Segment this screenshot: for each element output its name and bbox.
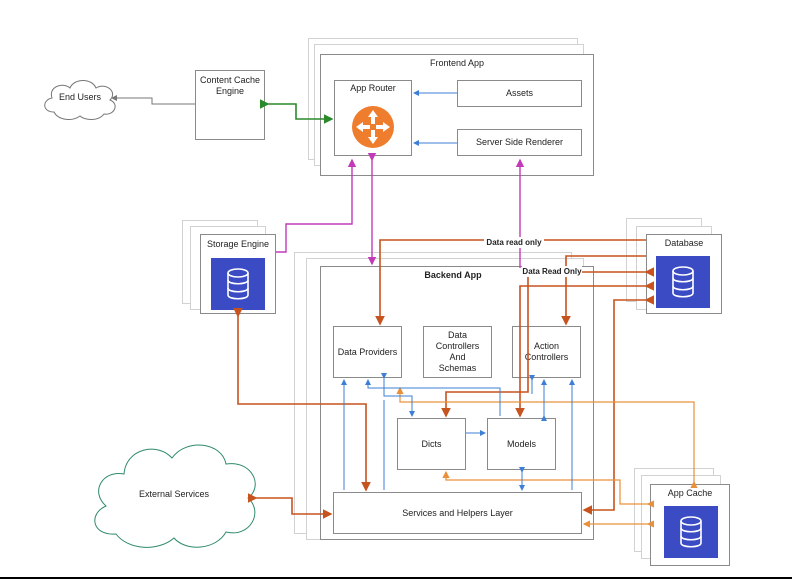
router-icon bbox=[352, 106, 394, 148]
database-db-icon bbox=[656, 256, 710, 308]
edge-cache-to-users bbox=[111, 95, 195, 105]
edge-models-dp bbox=[365, 379, 501, 416]
database-label: Database bbox=[664, 238, 704, 248]
frontend-app-title: Frontend App bbox=[429, 58, 485, 68]
assets-box: Assets bbox=[457, 80, 582, 107]
app-cache-label: App Cache bbox=[667, 488, 713, 498]
end-users-cloud bbox=[44, 80, 116, 120]
external-services-label: External Services bbox=[138, 489, 210, 499]
content-cache-engine: Content Cache Engine bbox=[195, 70, 265, 140]
storage-db-icon bbox=[211, 258, 265, 310]
app-cache-db-icon bbox=[664, 506, 718, 558]
edge-db-to-services bbox=[582, 295, 654, 515]
storage-engine-label: Storage Engine bbox=[206, 239, 270, 249]
edge-label-data-read-only-2: Data Read Only bbox=[522, 266, 582, 277]
edge-dp-dicts bbox=[381, 373, 415, 417]
database-icon bbox=[227, 268, 249, 300]
edge-db-to-dicts bbox=[441, 267, 654, 418]
database-icon bbox=[680, 516, 702, 548]
ssr-box: Server Side Renderer bbox=[457, 129, 582, 156]
edge-appcache-dicts bbox=[442, 470, 654, 508]
database-icon bbox=[672, 266, 694, 298]
edge-db-to-data-providers bbox=[375, 239, 646, 326]
edge-cache-router bbox=[260, 99, 334, 124]
edge-appcache-data-providers bbox=[396, 386, 698, 488]
edge-external-to-services bbox=[248, 493, 333, 519]
end-users-label: End Users bbox=[58, 92, 102, 102]
external-services-cloud bbox=[94, 444, 256, 548]
edge-storage-to-services bbox=[233, 308, 371, 492]
bottom-rule bbox=[0, 577, 792, 579]
edge-storage-router bbox=[276, 158, 357, 253]
edge-label-data-read-only-1: Data read only bbox=[484, 237, 544, 248]
edge-db-to-models bbox=[515, 281, 654, 418]
app-router-label: App Router bbox=[350, 83, 396, 93]
